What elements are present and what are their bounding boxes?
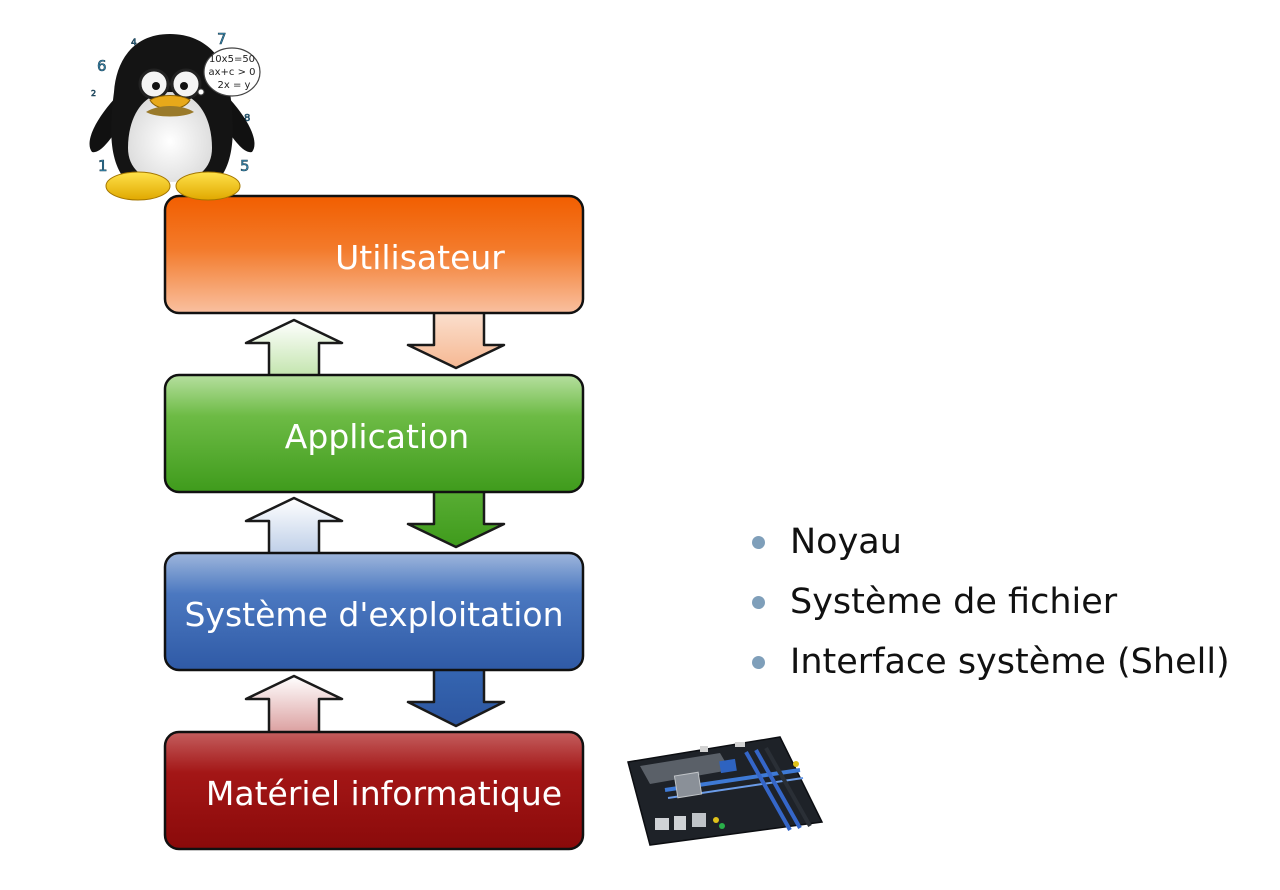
layer-os: Système d'exploitation xyxy=(163,551,585,672)
layer-hardware-label: Matériel informatique xyxy=(206,774,562,813)
list-item-shell: Interface système (Shell) xyxy=(752,632,1230,692)
tux-penguin-icon: 6 4 7 8 1 5 2 10x5=50 ax+c > 0 2x = y xyxy=(89,30,261,201)
math-formula: 2x = y xyxy=(218,80,251,91)
penguin-digit: 8 xyxy=(244,113,250,124)
bullet-icon xyxy=(752,535,765,549)
list-item-label: Interface système (Shell) xyxy=(790,642,1230,682)
layer-application: Application xyxy=(163,373,585,494)
arrow-up-hardware-to-os xyxy=(244,674,344,738)
penguin-digit: 2 xyxy=(91,89,96,98)
math-formula: 10x5=50 xyxy=(209,54,255,65)
penguin-digit: 6 xyxy=(97,57,107,75)
list-item-kernel: Noyau xyxy=(752,512,1230,572)
layer-os-label: Système d'exploitation xyxy=(185,595,564,634)
motherboard-icon xyxy=(627,736,824,846)
list-item-label: Noyau xyxy=(790,522,902,562)
component-list: Noyau Système de fichier Interface systè… xyxy=(752,512,1230,692)
list-item-filesystem: Système de fichier xyxy=(752,572,1230,632)
layer-hardware: Matériel informatique xyxy=(163,730,585,851)
penguin-digit: 7 xyxy=(217,30,227,48)
penguin-digit: 4 xyxy=(131,38,137,48)
arrow-up-os-to-application xyxy=(244,496,344,560)
arrow-down-os-to-hardware xyxy=(406,664,506,728)
arrow-down-application-to-os xyxy=(406,486,506,549)
list-item-label: Système de fichier xyxy=(790,582,1118,622)
bullet-icon xyxy=(752,655,765,669)
layer-user: Utilisateur xyxy=(163,194,585,315)
penguin-digit: 5 xyxy=(240,157,250,175)
layer-user-label: Utilisateur xyxy=(335,238,505,277)
layer-application-label: Application xyxy=(285,417,469,456)
math-formula: ax+c > 0 xyxy=(208,67,255,78)
bullet-icon xyxy=(752,595,765,609)
arrow-up-application-to-user xyxy=(244,318,344,382)
arrow-down-user-to-application xyxy=(406,308,506,370)
penguin-digit: 1 xyxy=(98,157,108,175)
